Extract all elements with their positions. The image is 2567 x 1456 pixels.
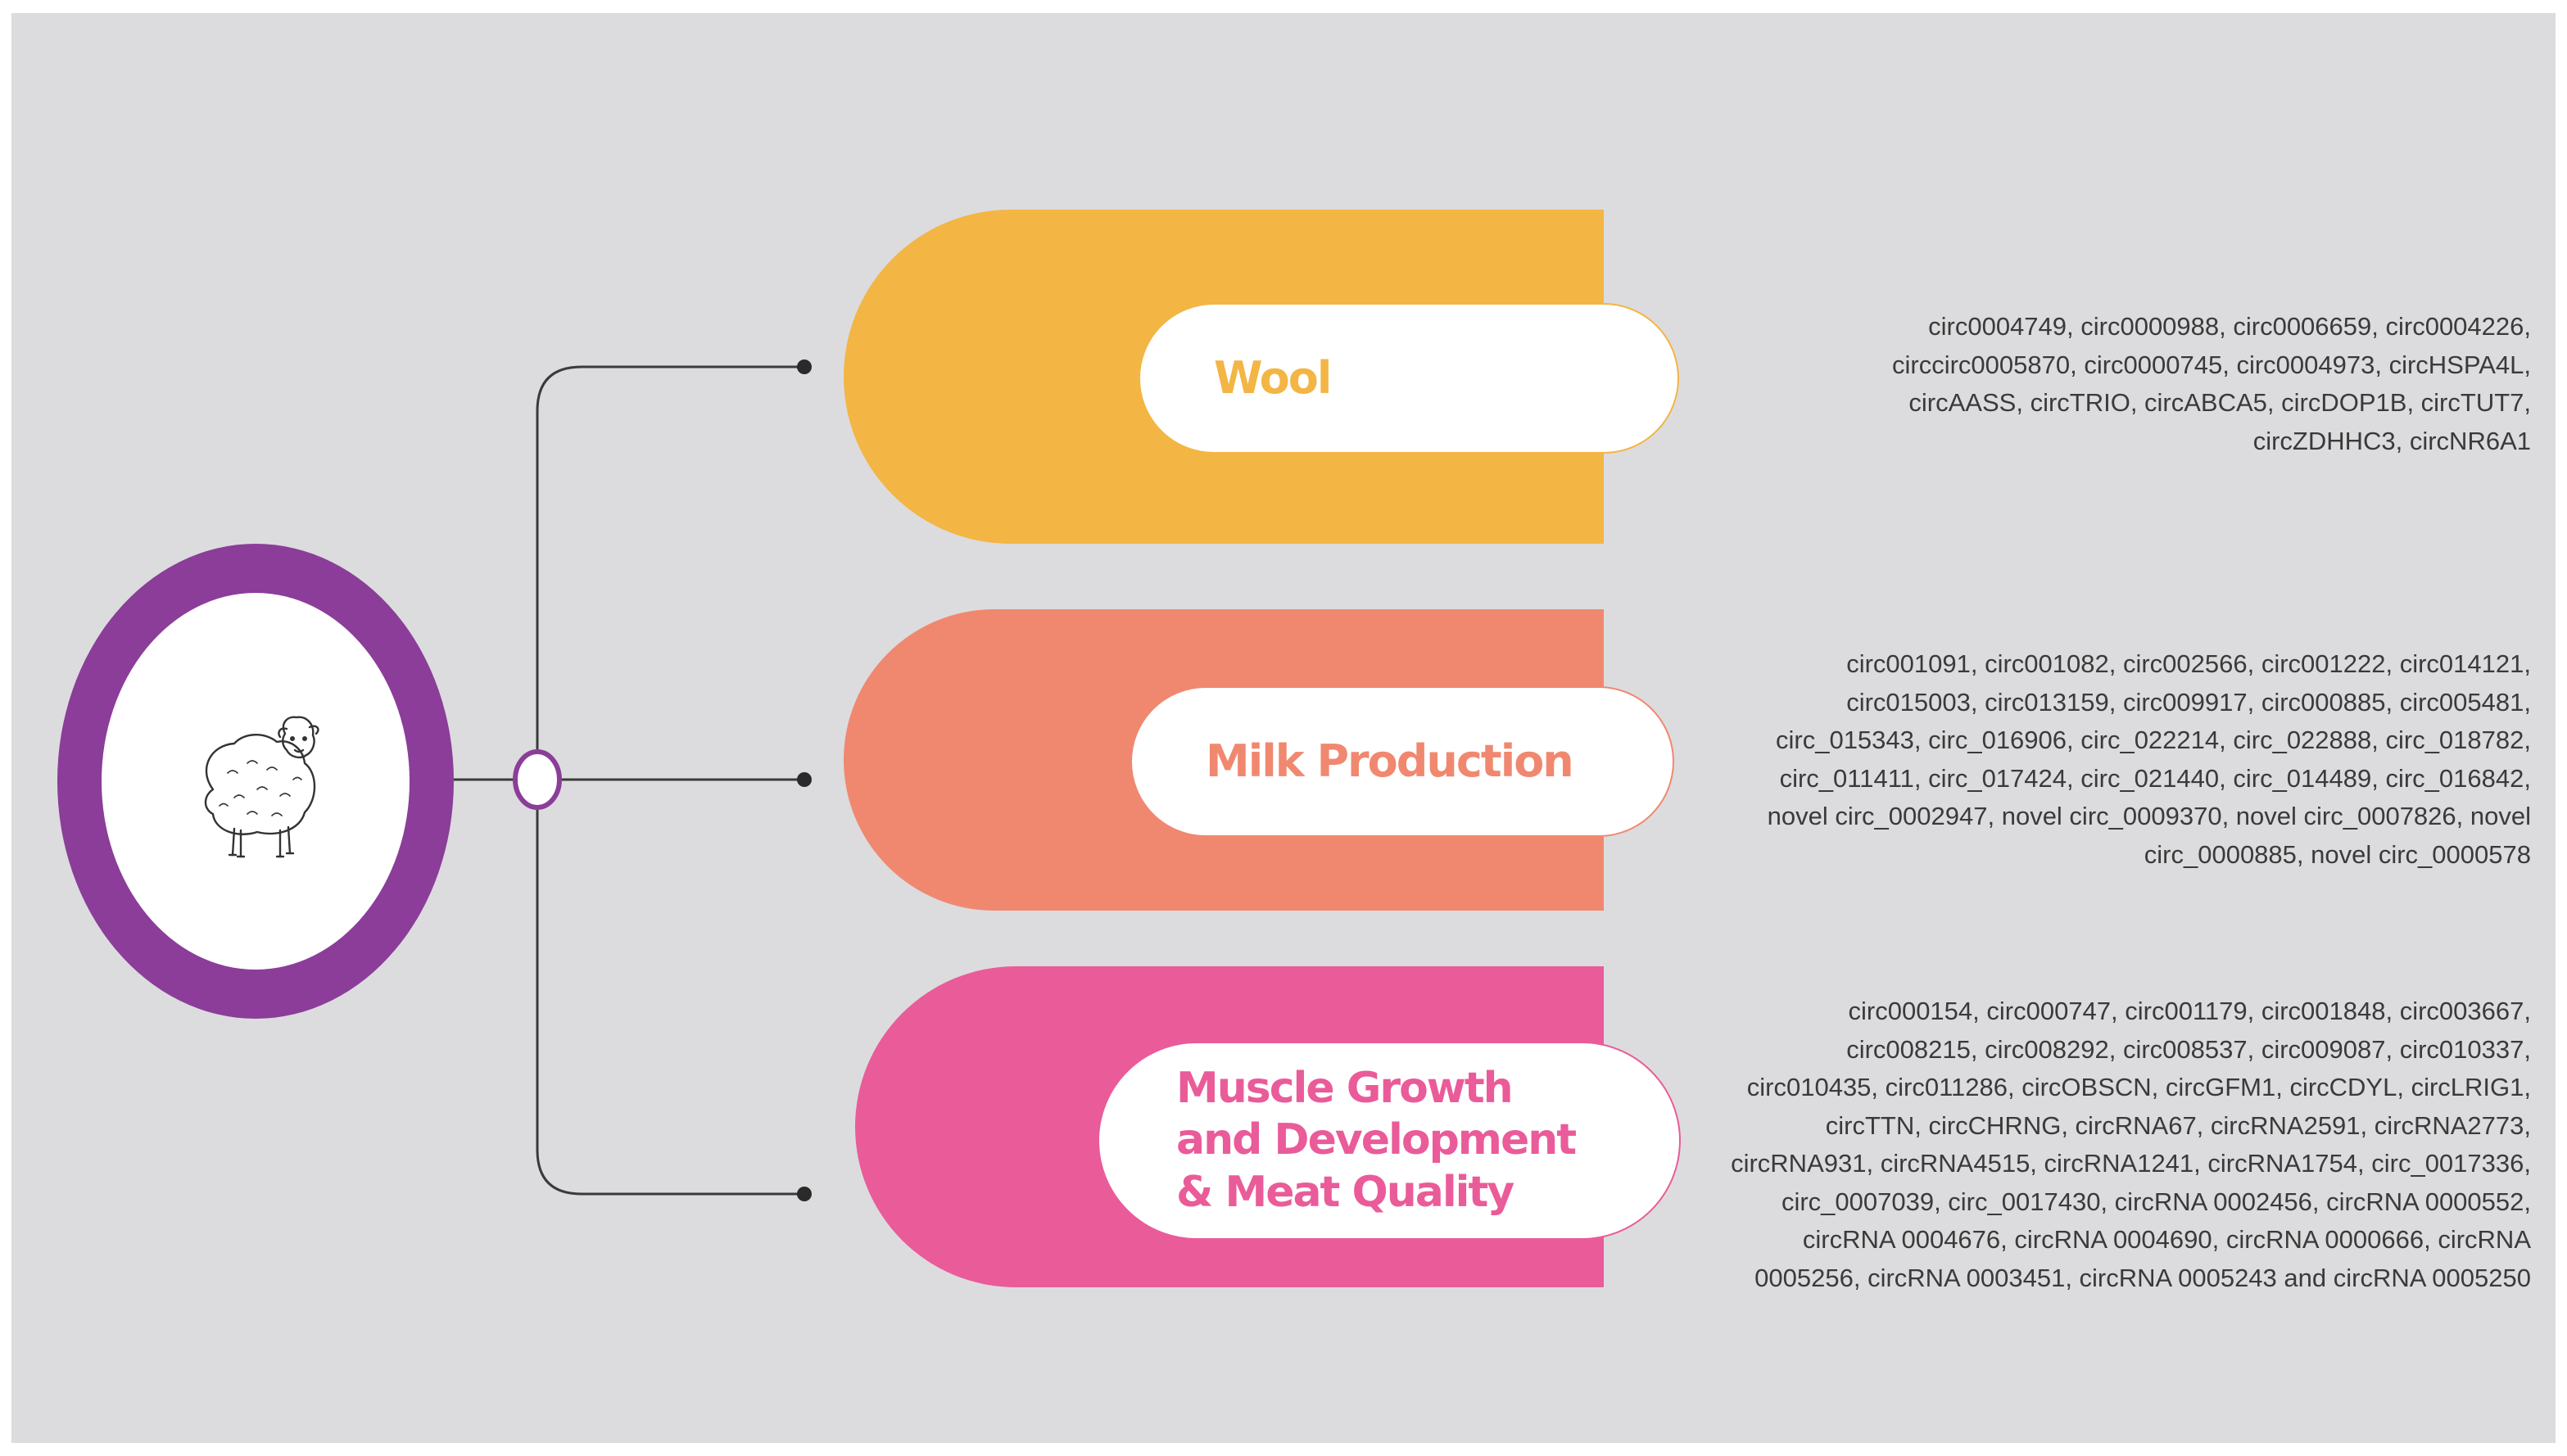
hub-circle [57,544,454,1019]
wool-label: Wool [1214,352,1332,405]
connector-dot-milk [797,772,812,787]
sheep-icon [204,716,319,858]
wool-pill: Wool [1139,303,1679,454]
connector-dot-wool [797,359,812,374]
junction-node [513,749,562,810]
muscle-growth-pill: Muscle Growth and Development & Meat Qua… [1098,1042,1681,1240]
milk-production-circrna-list: circ001091, circ001082, circ002566, circ… [1767,649,2531,869]
milk-production-label: Milk Production [1206,735,1574,788]
connector-dot-muscle [797,1187,812,1201]
hub-inner-circle [102,593,410,970]
milk-production-pill: Milk Production [1130,686,1674,837]
wool-circrna-list: circ0004749, circ0000988, circ0006659, c… [1892,312,2531,455]
muscle-growth-circrna-list: circ000154, circ000747, circ001179, circ… [1731,997,2531,1292]
muscle-growth-label: Muscle Growth and Development & Meat Qua… [1176,1063,1577,1217]
